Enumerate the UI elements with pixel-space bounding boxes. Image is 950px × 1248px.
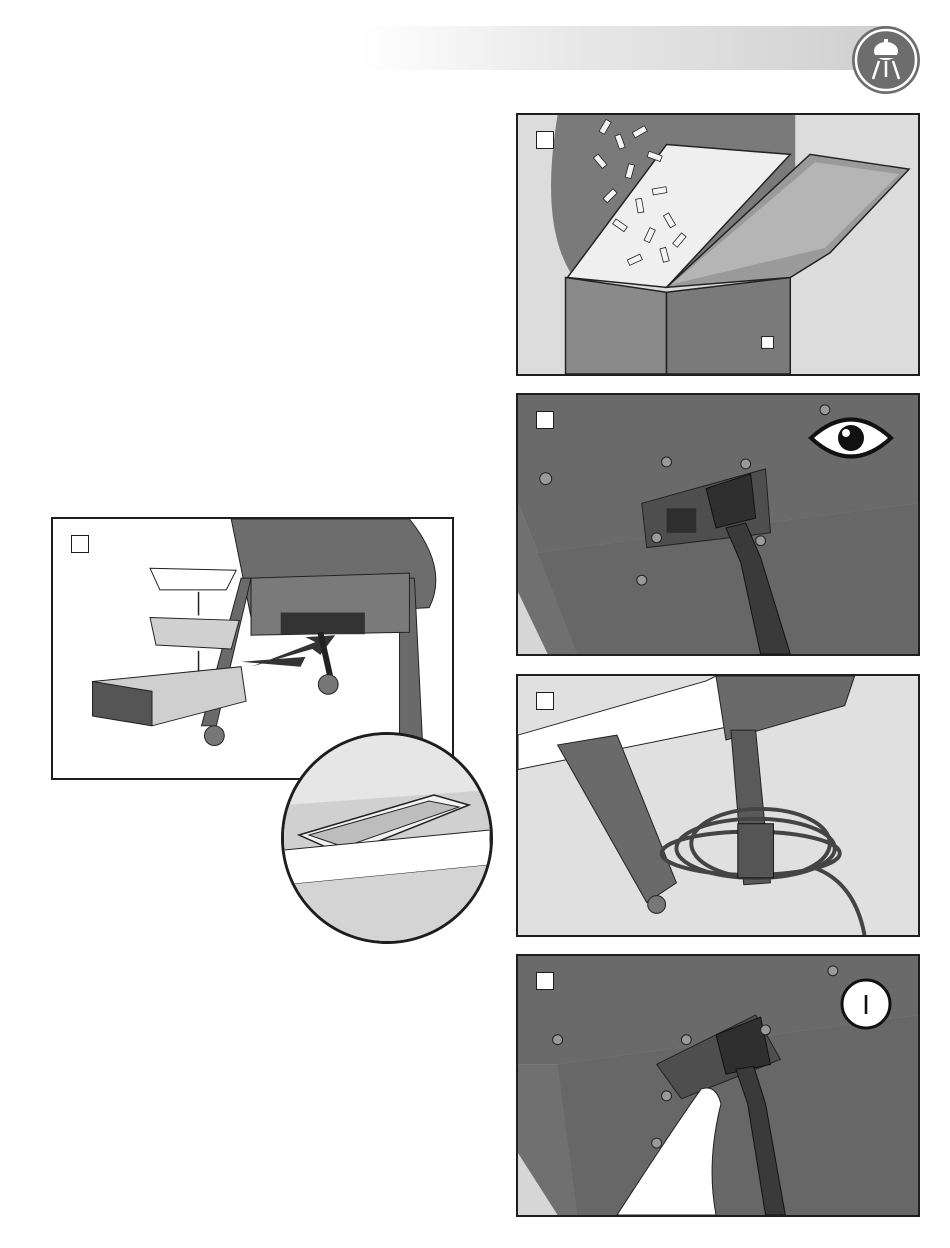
step-number-box — [71, 535, 89, 553]
step-panel-pellets — [516, 113, 920, 376]
step-panel-cord-route — [516, 674, 920, 937]
step-number-box — [536, 131, 554, 149]
step-number-box — [536, 692, 554, 710]
header-gradient-bar — [360, 26, 890, 70]
eye-icon — [808, 413, 894, 463]
step-number-box — [536, 411, 554, 429]
kettle-grill-logo-icon — [851, 25, 921, 95]
grease-tray-detail-inset — [281, 732, 493, 944]
power-on-symbol-icon: I — [840, 978, 892, 1030]
power-symbol-text: I — [862, 989, 870, 1020]
step-panel-power-on: I — [516, 954, 920, 1217]
step-number-box — [536, 972, 554, 990]
step-panel-power-cord-check — [516, 393, 920, 656]
